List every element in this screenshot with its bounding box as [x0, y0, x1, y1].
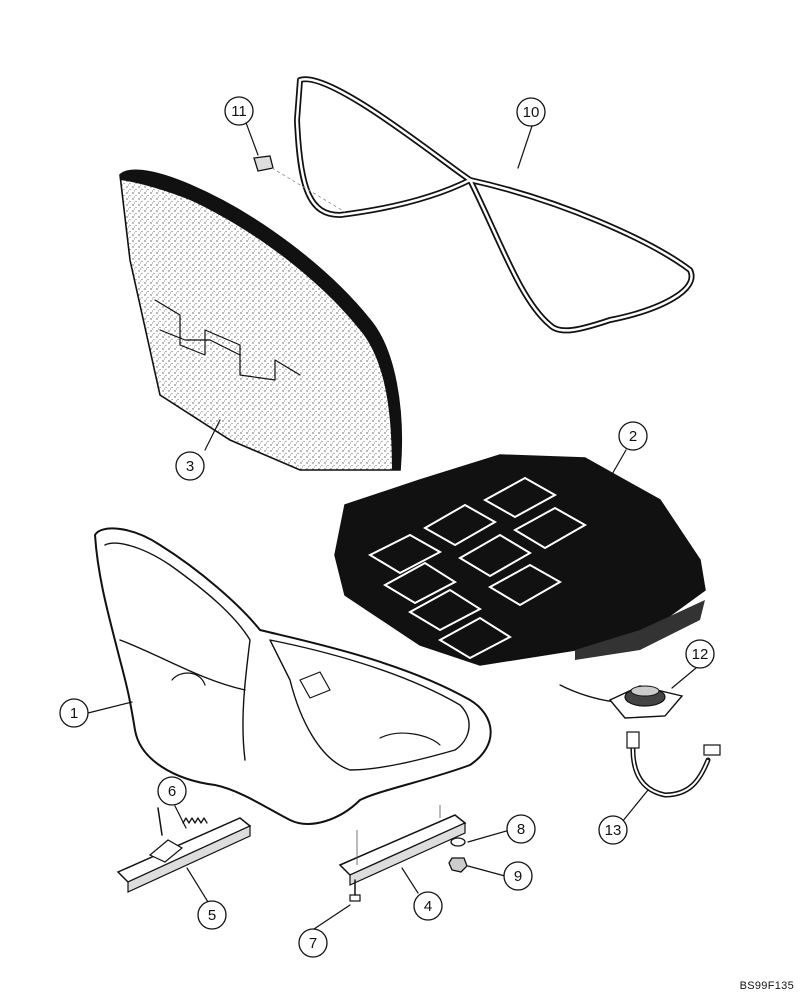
callout-3: 3 — [175, 451, 205, 481]
callout-11-label: 11 — [231, 103, 247, 120]
callout-6-label: 6 — [168, 783, 176, 800]
callout-13-label: 13 — [605, 822, 622, 839]
callout-7: 7 — [298, 928, 328, 958]
callout-5-label: 5 — [208, 907, 216, 924]
leader-lines — [87, 119, 697, 932]
callout-12-label: 12 — [692, 646, 709, 663]
figure-code: BS99F135 — [739, 980, 794, 992]
part-6-spring — [182, 817, 208, 824]
callout-1-label: 1 — [70, 705, 78, 722]
part-13-harness — [626, 731, 721, 798]
part-8-washer — [450, 837, 466, 847]
part-7-bolt — [349, 879, 361, 902]
part-1-seat-shell — [94, 527, 492, 825]
callout-2: 2 — [618, 421, 648, 451]
callout-2-label: 2 — [629, 428, 637, 445]
callout-13: 13 — [598, 815, 628, 845]
part-9-nut — [448, 857, 468, 873]
callout-10: 10 — [516, 97, 546, 127]
callout-4-label: 4 — [424, 898, 432, 915]
part-4-right-slide-rail — [338, 805, 467, 886]
callout-9-label: 9 — [514, 868, 522, 885]
callout-9: 9 — [503, 861, 533, 891]
callout-1: 1 — [59, 698, 89, 728]
part-11-clip — [253, 155, 346, 213]
callout-6: 6 — [157, 776, 187, 806]
callout-12: 12 — [685, 639, 715, 669]
callout-8: 8 — [506, 814, 536, 844]
callout-7-label: 7 — [309, 935, 317, 952]
callout-3-label: 3 — [186, 458, 194, 475]
callout-11: 11 — [224, 96, 254, 126]
part-10-back-trim-ring — [294, 76, 695, 334]
part-5-left-slide-rail — [116, 807, 252, 893]
part-12-seat-switch — [559, 684, 684, 719]
callout-10-label: 10 — [523, 104, 540, 121]
callout-5: 5 — [197, 900, 227, 930]
callout-4: 4 — [413, 891, 443, 921]
callout-8-label: 8 — [517, 821, 525, 838]
part-3-backrest — [119, 169, 403, 471]
part-2-seat-cushion — [334, 454, 706, 666]
